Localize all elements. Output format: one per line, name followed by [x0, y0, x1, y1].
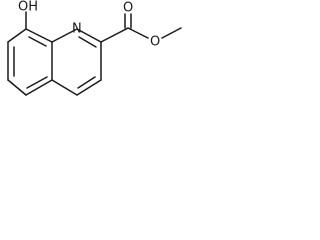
bond-carbonyl-carbon-ester-oxygen: [127, 27, 149, 39]
bond-n1-c2-inner: [78, 36, 97, 48]
bond-c4-c4a: [51, 79, 78, 96]
atom-label-hydroxyl: OH: [18, 0, 38, 15]
bond-c3-c4: [76, 79, 102, 96]
molecule-structure: OH N O O: [7, 0, 182, 96]
molecule-diagram: OH N O O: [0, 0, 251, 133]
bond-c8a-n1: [51, 28, 78, 43]
bond-c5-c4a: [25, 79, 53, 96]
bond-n1-c2: [76, 28, 102, 43]
bond-c3-c4-inner: [77, 76, 96, 89]
atom-label-ester-oxygen: O: [150, 35, 160, 50]
bond-c6-c5: [7, 79, 27, 96]
atom-label-ring-nitrogen: N: [72, 22, 82, 37]
atom-label-carbonyl-oxygen: O: [123, 1, 133, 16]
bond-c8a-c8-inner: [28, 36, 47, 47]
bond-c2-carbonyl-carbon: [100, 27, 129, 43]
bond-c8-c8a: [25, 28, 53, 43]
bond-c8-c7: [7, 28, 27, 43]
bond-c5-c4a-inner: [26, 76, 48, 89]
bond-ester-oxygen-methyl: [161, 27, 182, 39]
